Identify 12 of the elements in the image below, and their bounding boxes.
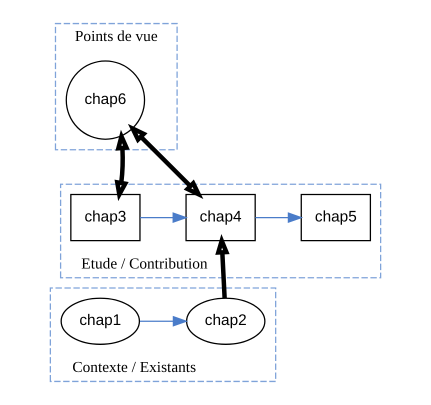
arrow <box>114 130 130 202</box>
arrow <box>140 316 188 327</box>
node-ellipse: chap2 <box>186 298 266 345</box>
arrow <box>215 234 230 298</box>
arrow <box>128 124 204 200</box>
node-box: chap5 <box>300 194 372 242</box>
node-box: chap4 <box>185 194 256 242</box>
arrow <box>140 212 188 223</box>
node-ellipse: chap1 <box>60 298 140 345</box>
node-box: chap3 <box>70 194 141 242</box>
arrow <box>255 212 304 223</box>
node-circle: chap6 <box>66 60 146 140</box>
